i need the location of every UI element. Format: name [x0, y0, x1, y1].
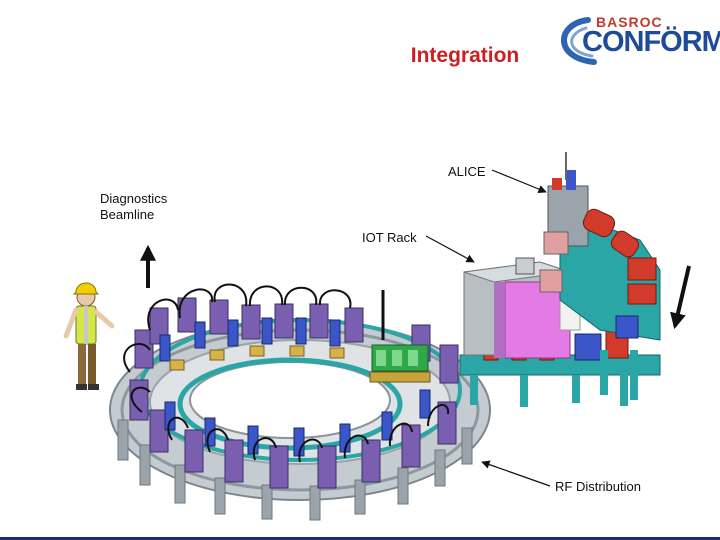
logo-main-text: CONFÖRM: [582, 26, 720, 58]
basroc-conform-logo: BASROC CONFÖRM: [548, 10, 720, 70]
rf-cavity-module: [369, 344, 431, 383]
beam-direction-arrow: [670, 265, 691, 330]
label-alice: ALICE: [448, 164, 486, 179]
iot-rack-pointer-arrow: [425, 235, 475, 263]
alice-pointer-arrow: [491, 169, 547, 194]
ring-magnets: [129, 297, 459, 489]
label-diagnostics-beamline: Diagnostics Beamline: [100, 191, 168, 222]
logo-swoosh-icon: [561, 17, 597, 65]
human-scale-figure: [63, 282, 115, 390]
label-rf-distribution: RF Distribution: [555, 479, 641, 494]
logo-top-text: BASROC: [596, 14, 663, 30]
label-iot-rack: IOT Rack: [362, 230, 417, 245]
ring-cables: [123, 283, 450, 463]
footer-rule: [0, 537, 720, 540]
ring-support-legs: [117, 419, 473, 521]
rf-distribution-pointer-arrow: [481, 460, 551, 487]
slide-title: Integration: [410, 44, 520, 67]
alice-machine: [539, 152, 661, 400]
